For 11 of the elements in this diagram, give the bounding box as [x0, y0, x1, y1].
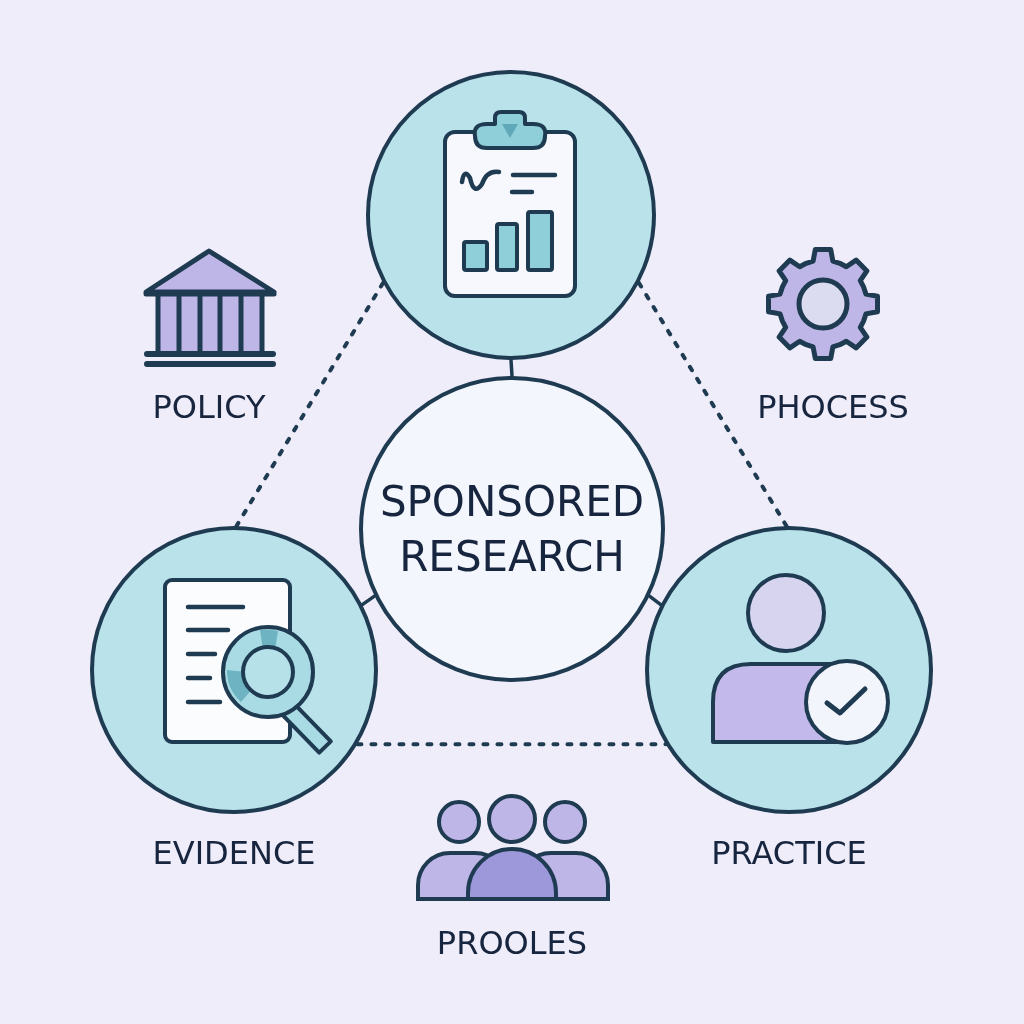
category-label: PHOCESS	[757, 388, 909, 426]
connector-line	[509, 358, 514, 378]
node-label: SPONSORED RESEARCH	[378, 475, 646, 583]
category-label: EVIDENCE	[152, 834, 316, 872]
category-label: POLICY	[152, 388, 266, 426]
connector-line	[647, 594, 663, 607]
connector-line	[360, 594, 377, 607]
category-label: PROOLES	[436, 924, 588, 962]
category-label: PRACTICE	[711, 834, 867, 872]
dotted-connector	[234, 281, 385, 528]
dotted-connector	[637, 281, 789, 528]
